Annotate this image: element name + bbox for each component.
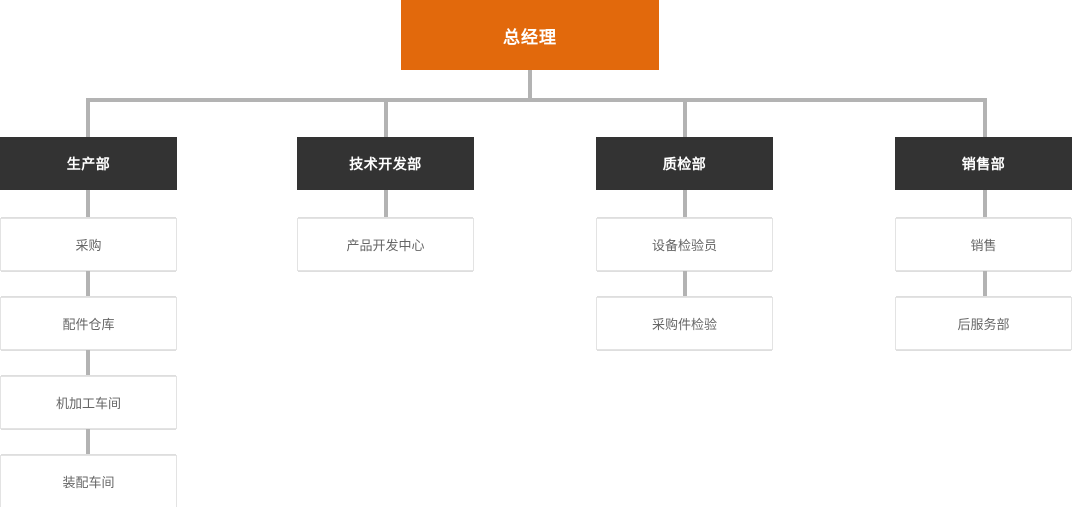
connector-dept2-to-child1 xyxy=(384,190,388,219)
connector-bus-to-dept-3 xyxy=(683,98,687,137)
org-node-leaf-sales-label: 销售 xyxy=(970,238,997,253)
org-node-leaf-procurement[interactable]: 采购 xyxy=(0,218,177,271)
connector-child3-to-child4 xyxy=(86,429,90,455)
org-node-dept-technical-development-label: 技术开发部 xyxy=(349,155,422,172)
org-node-leaf-after-sales-service-label: 后服务部 xyxy=(957,317,1010,332)
org-node-leaf-product-development-center[interactable]: 产品开发中心 xyxy=(297,218,474,271)
org-node-leaf-purchased-parts-inspection[interactable]: 采购件检验 xyxy=(596,297,773,350)
org-node-dept-sales[interactable]: 销售部 xyxy=(895,137,1072,190)
connector-dept3-to-child1 xyxy=(683,190,687,219)
connector-bus-to-dept-2 xyxy=(384,98,388,137)
org-node-leaf-equipment-inspector-label: 设备检验员 xyxy=(651,238,717,253)
org-node-dept-production-label: 生产部 xyxy=(66,155,111,172)
connector-dept3-child1-to-child2 xyxy=(683,271,687,297)
org-node-dept-quality-inspection[interactable]: 质检部 xyxy=(596,137,773,190)
org-node-leaf-parts-warehouse-label: 配件仓库 xyxy=(62,317,115,332)
connector-child1-to-child2 xyxy=(86,271,90,297)
org-node-leaf-sales[interactable]: 销售 xyxy=(895,218,1072,271)
connector-child2-to-child3 xyxy=(86,350,90,376)
connector-dept4-child1-to-child2 xyxy=(983,271,987,297)
org-node-leaf-equipment-inspector[interactable]: 设备检验员 xyxy=(596,218,773,271)
org-node-leaf-procurement-label: 采购 xyxy=(75,238,102,253)
org-node-root-label: 总经理 xyxy=(503,27,557,47)
org-node-dept-quality-inspection-label: 质检部 xyxy=(662,155,707,172)
org-node-leaf-product-development-center-label: 产品开发中心 xyxy=(346,238,425,253)
org-node-root[interactable]: 总经理 xyxy=(401,0,659,70)
org-node-dept-production[interactable]: 生产部 xyxy=(0,137,177,190)
org-node-leaf-machining-workshop-label: 机加工车间 xyxy=(55,396,121,411)
connector-dept4-to-child1 xyxy=(983,190,987,219)
org-node-leaf-after-sales-service[interactable]: 后服务部 xyxy=(895,297,1072,350)
org-node-leaf-purchased-parts-inspection-label: 采购件检验 xyxy=(651,317,717,332)
org-node-dept-sales-label: 销售部 xyxy=(961,155,1006,172)
org-node-leaf-machining-workshop[interactable]: 机加工车间 xyxy=(0,376,177,429)
org-node-dept-technical-development[interactable]: 技术开发部 xyxy=(297,137,474,190)
connector-root-stem xyxy=(528,70,532,102)
connector-bus-to-dept-4 xyxy=(983,98,987,137)
connector-dept1-to-child1 xyxy=(86,190,90,219)
connector-horizontal-bus xyxy=(86,98,987,102)
org-node-leaf-assembly-workshop-label: 装配车间 xyxy=(62,475,115,490)
org-node-leaf-assembly-workshop[interactable]: 装配车间 xyxy=(0,455,177,507)
org-node-leaf-parts-warehouse[interactable]: 配件仓库 xyxy=(0,297,177,350)
connector-bus-to-dept-1 xyxy=(86,98,90,137)
